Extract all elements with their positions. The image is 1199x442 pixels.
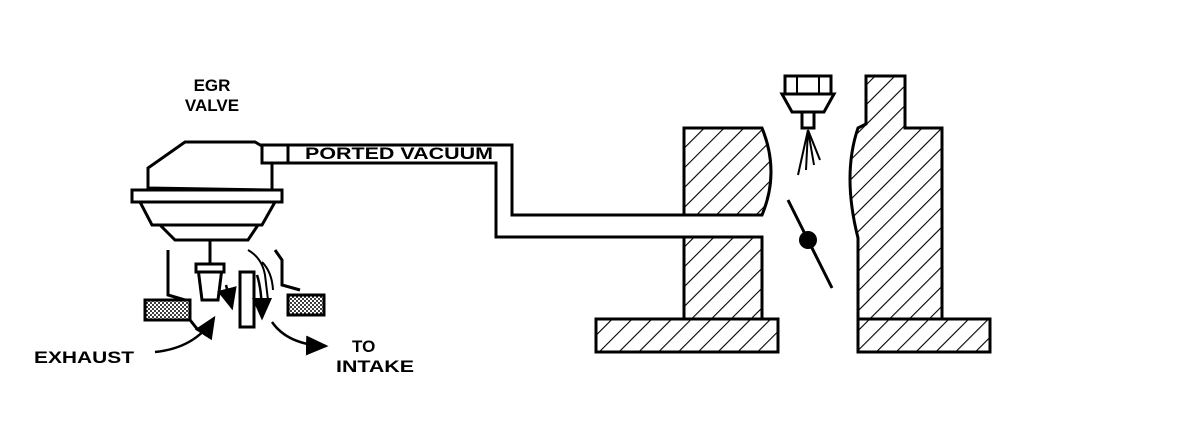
base-plate-left (594, 317, 780, 354)
fuel-nozzle-tip (779, 92, 837, 114)
egr-lower-cone (137, 200, 278, 227)
ported-vacuum-hose (288, 143, 684, 239)
venturi-left-wall (682, 126, 773, 217)
fuel-nozzle-body (783, 74, 833, 96)
label-to: TO (352, 337, 375, 356)
egr-flange (130, 188, 284, 204)
label-valve: VALVE (185, 96, 239, 115)
label-intake: INTAKE (336, 357, 414, 376)
carburetor-body (594, 74, 992, 354)
egr-valve (130, 140, 326, 331)
label-egr: EGR (194, 76, 231, 95)
swirl-arrow (251, 274, 272, 321)
exhaust-arrow (154, 315, 216, 354)
egr-vacuum-nipple (260, 143, 290, 165)
base-plate-right (856, 317, 992, 354)
egr-baffle (238, 270, 256, 329)
egr-gasket-left (143, 298, 192, 322)
intake-arrow (270, 321, 329, 356)
label-ported-vacuum: PORTED VACUUM (305, 144, 493, 163)
pintle-down-arrow (217, 284, 237, 311)
throttle-left-wall (682, 235, 764, 321)
venturi-right-wall (848, 74, 944, 321)
egr-diaphragm-dome (146, 140, 274, 192)
label-exhaust: EXHAUST (34, 348, 135, 367)
fuel-spray (797, 129, 821, 176)
throttle-plate (786, 199, 834, 289)
flow-arrows (154, 274, 329, 356)
egr-gasket-right (286, 293, 326, 317)
